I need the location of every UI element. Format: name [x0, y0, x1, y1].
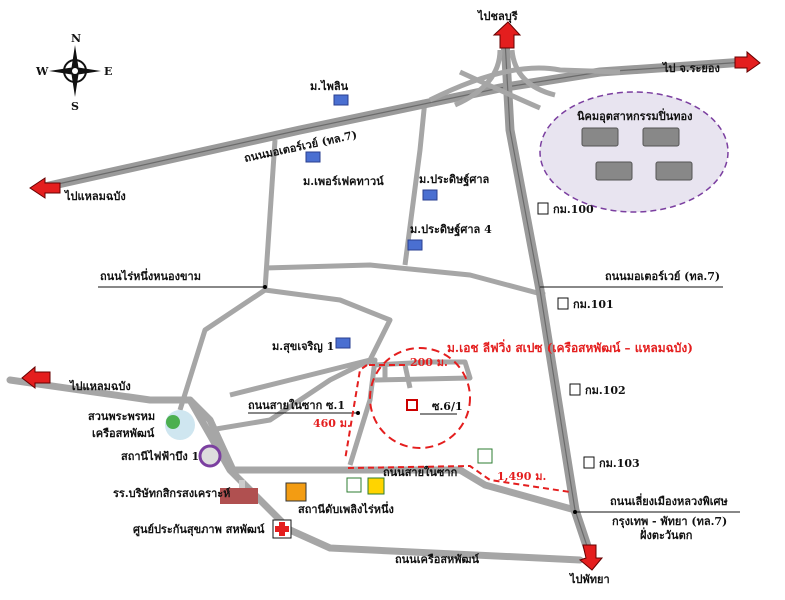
dest-rayong: ไป จ.ระยอง: [661, 61, 720, 75]
place-suk-charoen: ม.สุขเจริญ 1: [272, 340, 334, 354]
km-label: กม.102: [585, 384, 626, 397]
place-pradit-san: ม.ประดิษฐ์ศาล: [419, 173, 490, 187]
km-marker-icon: [537, 202, 549, 215]
compass-w: W: [35, 65, 49, 78]
seven-eleven-icon: [346, 448, 493, 493]
school-icon: [220, 480, 258, 504]
substation-icon: [198, 444, 222, 468]
road-label-motorway-right: ถนนมอเตอร์เวย์ (ทล.7): [605, 270, 720, 283]
soi-label: ซ.6/1: [432, 400, 463, 413]
distance-460: 460 ม.: [313, 417, 351, 430]
place-health-center: ศูนย์ประกันสุขภาพ สหพัฒน์: [133, 523, 265, 537]
place-substation: สถานีไฟฟ้าบึง 1: [121, 449, 199, 463]
park-icon: [165, 410, 195, 440]
road-label-bypass-3: ฝั่งตะวันตก: [640, 527, 693, 542]
arrow-east-icon: [734, 50, 761, 73]
dest-laem-chabang-left: ไปแหลมฉบัง: [68, 379, 131, 393]
road-label-rai-nueng: ถนนไร่หนึ่งหนองขาม: [100, 268, 201, 283]
compass-s: S: [71, 100, 79, 113]
fire-station-icon: [285, 482, 307, 502]
place-pradit-san-4: ม.ประดิษฐ์ศาล 4: [410, 223, 492, 237]
dest-laem-chabang-top: ไปแหลมฉบัง: [63, 189, 126, 203]
project-label: ม.เอช ลีฟวิ่ง สเปซ (เครือสหพัฒน์ – แหลมฉ…: [447, 339, 693, 355]
km-marker-icon: [569, 383, 581, 396]
road-label-khruea: ถนนเครือสหพัฒน์: [395, 553, 479, 566]
distance-1490: 1,490 ม.: [497, 470, 546, 483]
industrial-estate-area: [539, 91, 729, 213]
km-label: กม.101: [573, 298, 614, 311]
compass-e: E: [104, 65, 112, 78]
factory-icons: [581, 127, 693, 181]
arrow-west-icon: [29, 177, 61, 199]
house-icon: [305, 94, 438, 349]
project-radius: [369, 347, 471, 449]
arrow-south-icon: [578, 544, 604, 571]
arrow-west-icon: [21, 365, 51, 390]
industrial-estate-label: นิคมอุตสาหกรรมปิ่นทอง: [577, 108, 692, 124]
km-label: กม.103: [599, 457, 640, 470]
dest-pattaya: ไปพัทยา: [568, 572, 610, 586]
arrow-north-icon: [492, 21, 522, 49]
road-network: [6, 39, 746, 564]
place-perfect-town: ม.เพอร์เฟคทาวน์: [303, 175, 384, 188]
road-label-sai-nai-sak-1: ถนนสายในซาก ซ.1: [248, 398, 345, 412]
cj-store-icon: [367, 477, 385, 495]
place-fire-station: สถานีดับเพลิงไร่หนึ่ง: [298, 501, 394, 516]
place-park-2: เครือสหพัฒน์: [92, 427, 155, 440]
km-marker-icon: [557, 297, 569, 310]
km-label: กม.100: [553, 203, 594, 216]
project-marker-icon: [406, 399, 418, 411]
place-school: รร.บริษัทกสิกรสงเคราะห์: [113, 487, 230, 500]
place-phailin: ม.ไพลิน: [310, 79, 349, 93]
distance-200: 200 ม.: [410, 356, 448, 369]
road-label-bypass-2: กรุงเทพ - พัทยา (ทล.7): [612, 515, 727, 529]
hospital-icon: [272, 519, 292, 539]
road-label-sai-nai-sak: ถนนสายในซาก: [383, 465, 458, 479]
road-label-bypass-1: ถนนเลี่ยงเมืองหลวงพิเศษ: [610, 493, 729, 508]
compass-icon: N S E W: [35, 32, 112, 113]
compass-n: N: [71, 32, 81, 45]
place-park-1: สวนพระพรหม: [88, 410, 155, 423]
km-marker-icon: [583, 456, 595, 469]
dest-chonburi: ไปชลบุรี: [476, 9, 518, 24]
